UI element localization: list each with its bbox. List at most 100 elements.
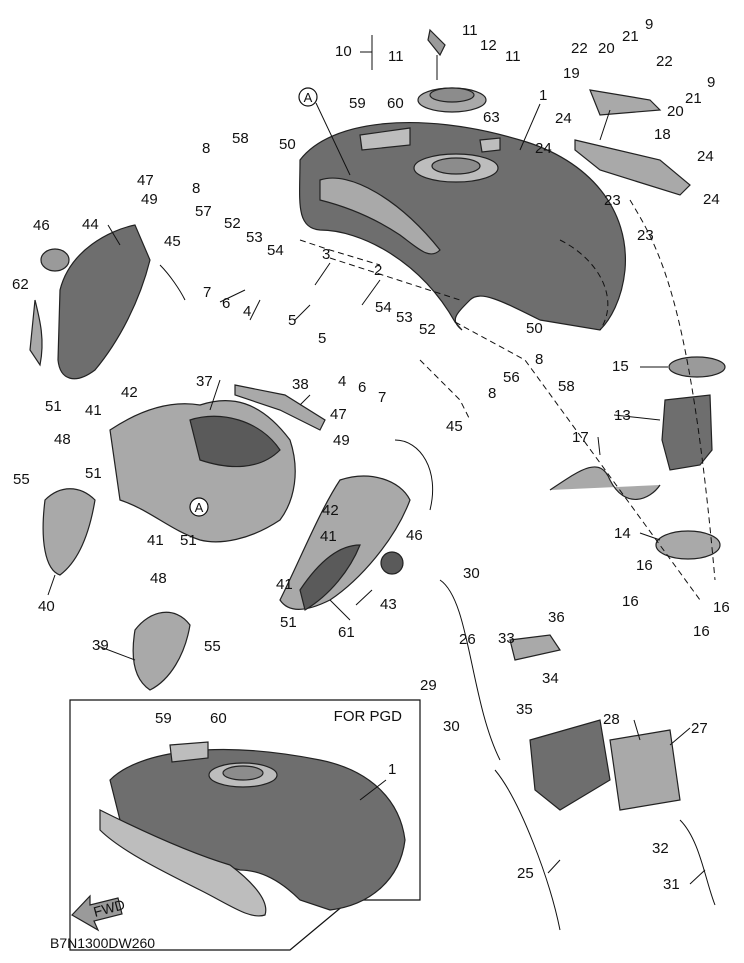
callout-6-right: 6 (358, 379, 366, 396)
callout-16-c: 16 (693, 623, 710, 640)
callout-41-a: 41 (85, 402, 102, 419)
callout-23-b: 23 (637, 227, 654, 244)
callout-60-b: 60 (210, 710, 227, 727)
callout-10: 10 (335, 43, 352, 60)
callout-29: 29 (420, 677, 437, 694)
callout-26: 26 (459, 631, 476, 648)
callout-47-a: 47 (137, 172, 154, 189)
callout-44: 44 (82, 216, 99, 233)
reference-a-bottom: A (189, 497, 209, 517)
callout-18: 18 (654, 126, 671, 143)
callout-40: 40 (38, 598, 55, 615)
callout-11-b: 11 (388, 48, 404, 65)
callout-23-a: 23 (604, 192, 621, 209)
callout-43: 43 (380, 596, 397, 613)
callout-8-b: 8 (192, 180, 200, 197)
callout-22-b: 22 (656, 53, 673, 70)
callout-45-a: 45 (164, 233, 181, 250)
callout-33: 33 (498, 630, 515, 647)
callout-63: 63 (483, 109, 500, 126)
callout-1: 1 (539, 87, 547, 104)
callout-47-b: 47 (330, 406, 347, 423)
fwd-arrow-icon: FWD (71, 894, 127, 932)
left-side-cover (29, 224, 151, 380)
callout-16-d: 16 (713, 599, 730, 616)
callout-11-a: 11 (462, 22, 478, 39)
callout-37: 37 (196, 373, 213, 390)
canister (439, 579, 716, 931)
callout-60-a: 60 (387, 95, 404, 112)
callout-16-a: 16 (636, 557, 653, 574)
callout-51-b: 51 (85, 465, 102, 482)
callout-20-a: 20 (598, 40, 615, 57)
callout-48-b: 48 (150, 570, 167, 587)
callout-53-b: 53 (396, 309, 413, 326)
callout-45-b: 45 (446, 418, 463, 435)
callouts: 1 1 3 2 4 4 5 5 6 6 7 7 8 8 8 8 9 9 10 1… (12, 16, 730, 893)
inset-title: FOR PGD (334, 708, 403, 725)
callout-15: 15 (612, 358, 629, 375)
callout-50-a: 50 (279, 136, 296, 153)
callout-12: 12 (480, 37, 497, 54)
knee-pads (42, 488, 191, 691)
callout-2: 2 (374, 262, 382, 279)
fuel-cap (417, 28, 487, 113)
callout-11-c: 11 (505, 48, 521, 65)
fuel-pump (549, 356, 726, 560)
callout-53-a: 53 (246, 229, 263, 246)
callout-49-b: 49 (333, 432, 350, 449)
callout-50-b: 50 (526, 320, 543, 337)
callout-39: 39 (92, 637, 109, 654)
callout-42-a: 42 (121, 384, 138, 401)
right-side-cover (279, 475, 411, 611)
callout-14: 14 (614, 525, 631, 542)
callout-35: 35 (516, 701, 533, 718)
callout-24-d: 24 (703, 191, 720, 208)
callout-49-a: 49 (141, 191, 158, 208)
fwd-label: FWD (92, 896, 127, 920)
callout-21-b: 21 (685, 90, 702, 107)
callout-3: 3 (322, 246, 330, 263)
callout-1-pgd: 1 (388, 761, 396, 778)
drawing-code: B7N1300DW260 (50, 935, 155, 951)
callout-36: 36 (548, 609, 565, 626)
callout-19: 19 (563, 65, 580, 82)
fuel-tank (298, 121, 627, 331)
callout-7-left: 7 (203, 284, 211, 301)
callout-5-right: 5 (318, 330, 326, 347)
callout-16-b: 16 (622, 593, 639, 610)
callout-51-d: 51 (280, 614, 297, 631)
callout-58-a: 58 (232, 130, 249, 147)
brackets-center (159, 264, 434, 511)
callout-55-b: 55 (204, 638, 221, 655)
callout-6-left: 6 (222, 295, 230, 312)
callout-25: 25 (517, 865, 534, 882)
callout-4-right: 4 (338, 373, 346, 390)
callout-20-b: 20 (667, 103, 684, 120)
callout-55-a: 55 (13, 471, 30, 488)
callout-9-a: 9 (645, 16, 653, 33)
svg-text:A: A (304, 90, 313, 105)
callout-41-b: 41 (147, 532, 164, 549)
callout-9-b: 9 (707, 74, 715, 91)
callout-24-b: 24 (535, 140, 552, 157)
callout-34: 34 (542, 670, 559, 687)
callout-5-left: 5 (288, 312, 296, 329)
callout-32: 32 (652, 840, 669, 857)
callout-30-a: 30 (463, 565, 480, 582)
callout-22-a: 22 (571, 40, 588, 57)
callout-30-b: 30 (443, 718, 460, 735)
callout-24-a: 24 (555, 110, 572, 127)
callout-48-a: 48 (54, 431, 71, 448)
callout-54-b: 54 (375, 299, 392, 316)
callout-8-a: 8 (202, 140, 210, 157)
callout-57: 57 (195, 203, 212, 220)
callout-8-c: 8 (488, 385, 496, 402)
callout-24-c: 24 (697, 148, 714, 165)
dashed-leaders (299, 199, 716, 601)
callout-61: 61 (338, 624, 355, 641)
center-cover (109, 399, 296, 543)
callout-28: 28 (603, 711, 620, 728)
callout-51-a: 51 (45, 398, 62, 415)
